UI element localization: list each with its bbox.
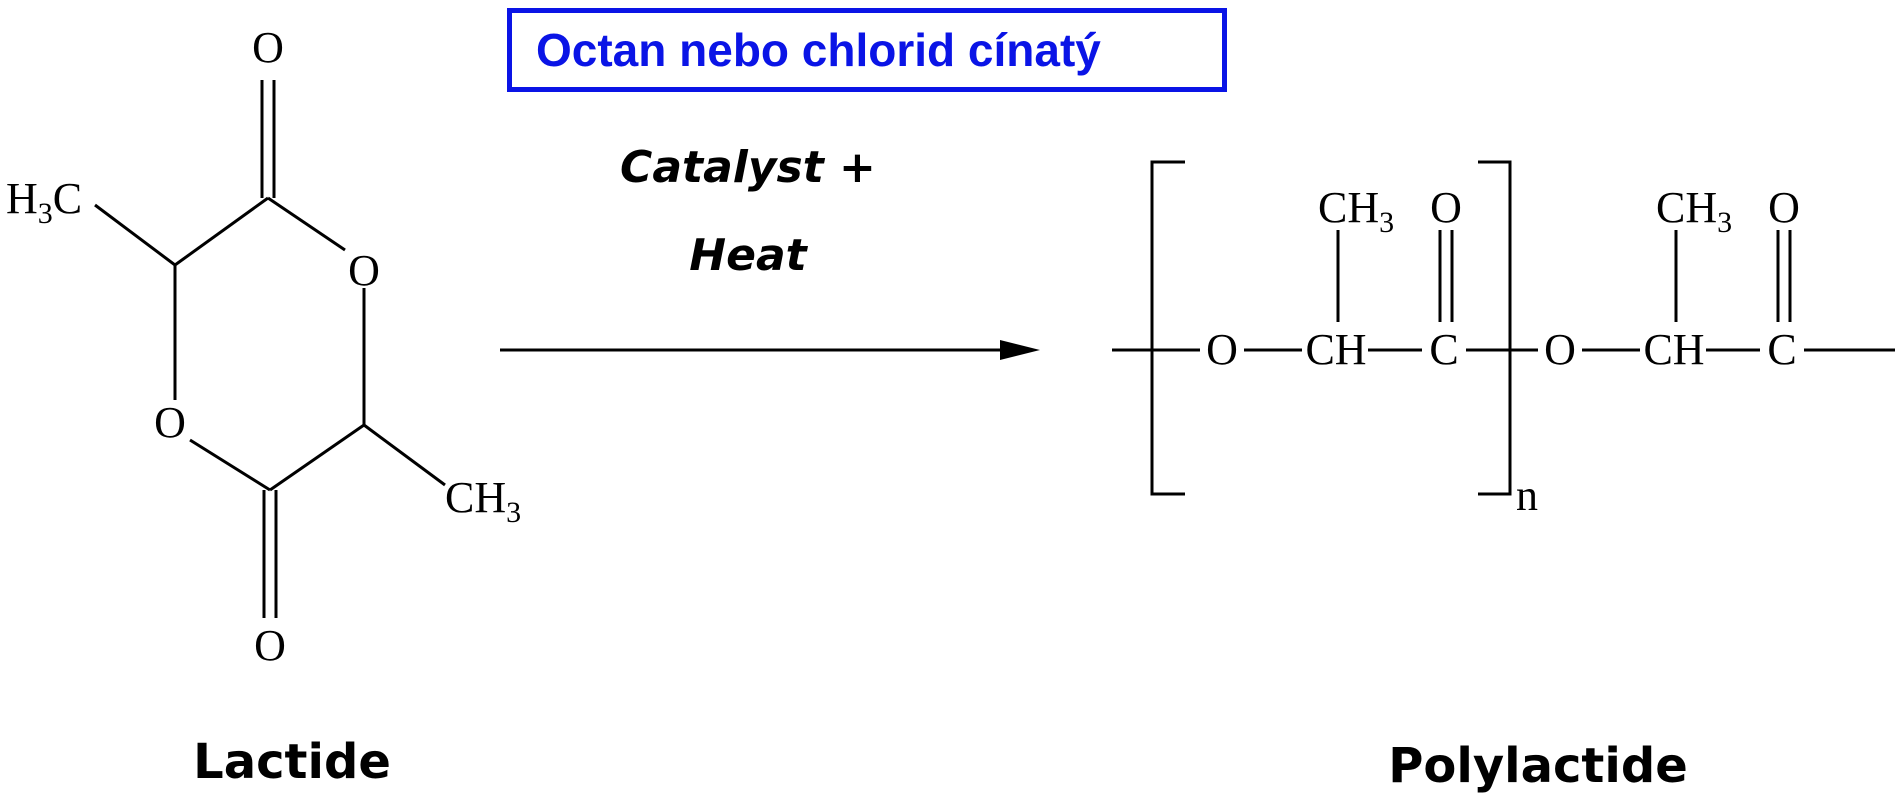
catalyst-note-box: Octan nebo chlorid cínatý bbox=[507, 8, 1227, 92]
unit-1-ch: CH bbox=[1305, 325, 1366, 374]
lactide-caption: Lactide bbox=[193, 734, 391, 790]
unit-2-carbonyl-oxygen: O bbox=[1768, 183, 1800, 232]
repeat-bracket-right bbox=[1478, 160, 1512, 496]
atom-o-carbonyl-top: O bbox=[252, 23, 284, 72]
bond-c2-o-right bbox=[267, 196, 346, 252]
polylactide-caption: Polylactide bbox=[1388, 738, 1688, 794]
lactide-structure: O O O O H3C CH3 Lactide bbox=[6, 23, 521, 790]
atom-o-ring-right: O bbox=[348, 246, 380, 295]
methyl-right-label: CH3 bbox=[445, 473, 521, 529]
atom-o-ring-left: O bbox=[154, 398, 186, 447]
unit-1-oxygen: O bbox=[1206, 325, 1238, 374]
arrow-head-icon bbox=[1000, 340, 1040, 360]
methyl-left-label: H3C bbox=[6, 174, 82, 230]
unit-2-methyl: CH3 bbox=[1656, 183, 1732, 239]
unit-2-ch: CH bbox=[1643, 325, 1704, 374]
polylactide-structure: n O CH C O CH3 O CH C bbox=[1112, 160, 1895, 794]
atom-o-carbonyl-bottom: O bbox=[254, 621, 286, 670]
bond-c1-c2 bbox=[174, 196, 269, 267]
bond-methyl-left bbox=[94, 203, 176, 267]
repeat-subscript-n: n bbox=[1516, 471, 1538, 520]
unit-1-carbonyl-oxygen: O bbox=[1430, 183, 1462, 232]
bond-methyl-right bbox=[363, 423, 446, 487]
unit-2-oxygen: O bbox=[1544, 325, 1576, 374]
repeat-bracket-left bbox=[1150, 160, 1185, 496]
catalyst-note-text: Octan nebo chlorid cínatý bbox=[536, 24, 1101, 76]
unit-1-methyl: CH3 bbox=[1318, 183, 1394, 239]
unit-2-carbon: C bbox=[1767, 325, 1796, 374]
reaction-arrow-group: Catalyst + Heat bbox=[500, 142, 1040, 360]
bond-c4-o-left bbox=[189, 438, 271, 492]
unit-1-carbon: C bbox=[1429, 325, 1458, 374]
conditions-line-2: Heat bbox=[689, 230, 808, 281]
bond-c3-c4 bbox=[269, 423, 365, 492]
conditions-line-1: Catalyst + bbox=[620, 142, 876, 193]
